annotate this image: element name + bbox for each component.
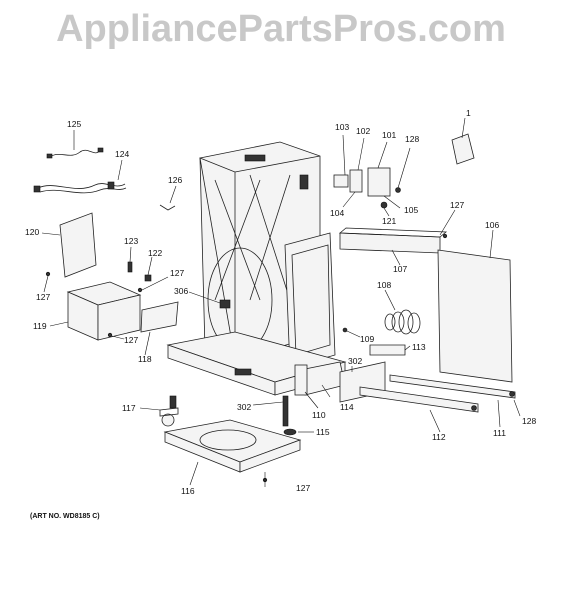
callout-302a: 302 <box>237 402 251 412</box>
callout-118: 118 <box>138 354 152 364</box>
callout-110: 110 <box>312 410 326 420</box>
callout-128b: 128 <box>522 416 536 426</box>
callout-101: 101 <box>382 130 396 140</box>
part-119-control-box <box>49 281 142 341</box>
part-106-panel <box>437 229 513 383</box>
part-113-strip <box>369 344 411 356</box>
art-number: (ART NO. WD8185 C) <box>30 513 100 520</box>
part-127-screws <box>43 233 448 487</box>
part-111-rail <box>389 374 521 428</box>
callout-106: 106 <box>485 220 499 230</box>
callout-119: 119 <box>33 321 47 331</box>
callout-104: 104 <box>330 208 344 218</box>
callout-125: 125 <box>67 119 81 129</box>
callout-115: 115 <box>316 427 330 437</box>
part-112-rail <box>359 386 479 433</box>
part-115-foot <box>283 428 314 436</box>
callout-126: 126 <box>168 175 182 185</box>
right-side-panel <box>284 232 336 369</box>
callout-124: 124 <box>115 149 129 159</box>
callout-108: 108 <box>377 280 391 290</box>
part-109-screw <box>342 327 361 338</box>
callout-121: 121 <box>382 216 396 226</box>
callout-302b: 302 <box>348 356 362 366</box>
part-124-125-wire-harness <box>33 130 127 194</box>
callout-117: 117 <box>122 403 136 413</box>
callout-127c: 127 <box>124 335 138 345</box>
callout-128a: 128 <box>405 134 419 144</box>
callout-306: 306 <box>174 286 188 296</box>
part-117-caster <box>139 395 179 427</box>
part-118-bracket <box>140 301 179 356</box>
part-110-leg <box>294 364 319 409</box>
callout-123: 123 <box>124 236 138 246</box>
part-101-105-controls <box>333 134 411 217</box>
callout-107: 107 <box>393 264 407 274</box>
callout-1: 1 <box>466 108 471 118</box>
callout-127e: 127 <box>296 483 310 493</box>
part-1-manual <box>451 117 475 165</box>
part-126-clip <box>159 185 177 211</box>
callout-111: 111 <box>493 428 506 438</box>
callout-105: 105 <box>404 205 418 215</box>
watermark-logo: AppliancePartsPros.com <box>56 8 506 50</box>
part-108-coil <box>384 289 421 335</box>
callout-116: 116 <box>181 486 195 496</box>
callout-102: 102 <box>356 126 370 136</box>
part-116-drain-pan <box>163 419 302 486</box>
part-122-123-fasteners <box>127 246 153 282</box>
callout-109: 109 <box>360 334 374 344</box>
callout-122: 122 <box>148 248 162 258</box>
callout-127d: 127 <box>450 200 464 210</box>
callout-113: 113 <box>412 342 426 352</box>
callout-112: 112 <box>432 432 446 442</box>
callout-120: 120 <box>25 227 39 237</box>
part-306-bracket <box>188 291 231 309</box>
callout-103: 103 <box>335 122 349 132</box>
part-107-rail <box>338 209 456 266</box>
callout-114: 114 <box>340 402 354 412</box>
callout-127a: 127 <box>36 292 50 302</box>
callout-127b: 127 <box>170 268 184 278</box>
part-120-cover <box>41 212 97 278</box>
